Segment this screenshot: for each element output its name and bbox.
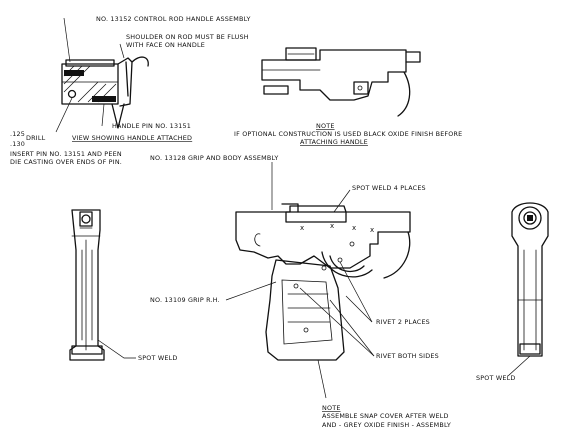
note2-line2: AND - GREY OXIDE FINISH - ASSEMBLY: [322, 421, 451, 429]
drill-size-bottom: .130: [10, 140, 25, 148]
handle-pin-label: HANDLE PIN NO. 13151: [112, 122, 191, 130]
spot-weld-right-label: SPOT WELD: [476, 374, 516, 382]
pistol-main-view: x x x x: [235, 203, 411, 361]
insert-pin-line2: DIE CASTING OVER ENDS OF PIN.: [10, 158, 122, 166]
shoulder-note-line2: WITH FACE ON HANDLE: [126, 41, 205, 49]
optional-construction-view: [261, 47, 421, 117]
svg-text:x: x: [352, 224, 356, 232]
drill-size-top: .125: [10, 130, 25, 138]
rear-view-left: [69, 209, 105, 361]
control-rod-handle-label: NO. 13152 CONTROL ROD HANDLE ASSEMBLY: [96, 15, 251, 23]
svg-text:x: x: [300, 224, 304, 232]
shoulder-note-line1: SHOULDER ON ROD MUST BE FLUSH: [126, 33, 249, 41]
note1-title: NOTE: [316, 122, 335, 130]
spot-weld-left-label: SPOT WELD: [138, 354, 178, 362]
svg-text:x: x: [330, 222, 334, 230]
svg-text:x: x: [370, 226, 374, 234]
insert-pin-line1: INSERT PIN NO. 13151 AND PEEN: [10, 150, 122, 158]
front-view-right: [511, 202, 549, 357]
rivet-2-label: RIVET 2 PLACES: [376, 318, 430, 326]
handle-detail-view: [61, 56, 149, 129]
view-caption: VIEW SHOWING HANDLE ATTACHED: [72, 134, 192, 142]
spot-weld-4-label: SPOT WELD 4 PLACES: [352, 184, 426, 192]
note1-line1: IF OPTIONAL CONSTRUCTION IS USED BLACK O…: [234, 130, 462, 138]
rivet-both-label: RIVET BOTH SIDES: [376, 352, 439, 360]
note1-line2: ATTACHING HANDLE: [300, 138, 368, 146]
note2-title: NOTE: [322, 404, 341, 412]
drill-label: DRILL: [26, 134, 46, 142]
grip-rh-label: NO. 13109 GRIP R.H.: [150, 296, 220, 304]
grip-body-assembly-label: NO. 13128 GRIP AND BODY ASSEMBLY: [150, 154, 278, 162]
note2-line1: ASSEMBLE SNAP COVER AFTER WELD: [322, 412, 449, 420]
